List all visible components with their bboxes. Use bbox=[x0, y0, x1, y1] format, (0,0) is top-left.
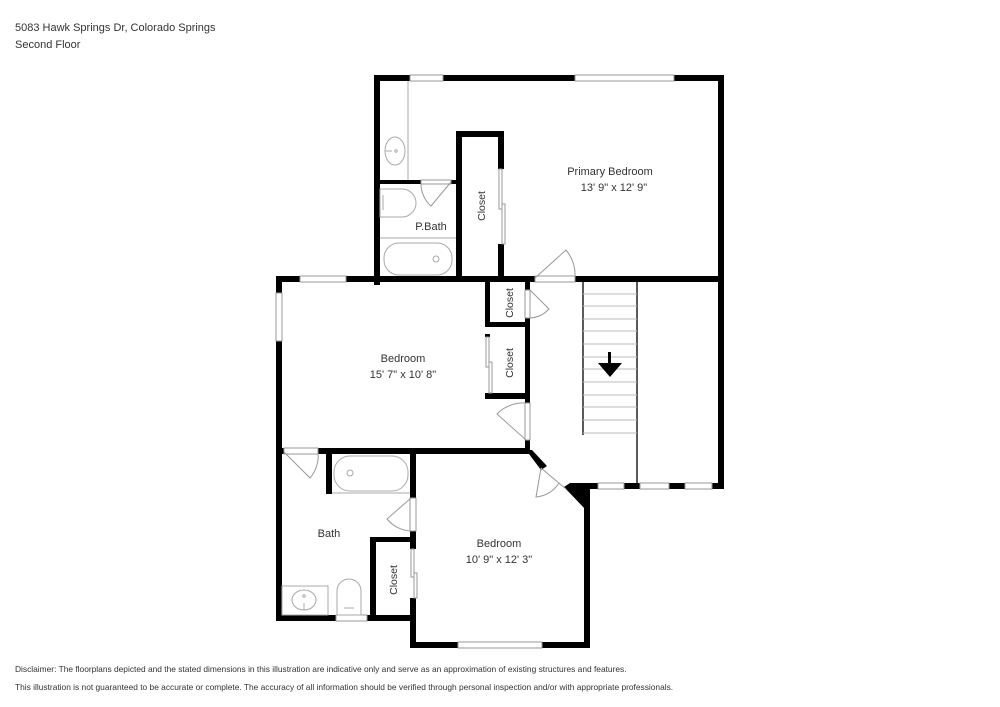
window bbox=[684, 482, 713, 490]
disclaimer-line-2: This illustration is not guaranteed to b… bbox=[15, 682, 674, 692]
window bbox=[574, 74, 675, 82]
room-dims-bedroom-south: 10' 9" x 12' 3" bbox=[466, 554, 533, 566]
doors bbox=[283, 168, 576, 599]
windows bbox=[275, 74, 713, 649]
room-name-bath: Bath bbox=[318, 528, 341, 540]
room-name-pbath: P.Bath bbox=[415, 221, 447, 233]
room-name-bedroom-west: Bedroom bbox=[381, 353, 426, 365]
room-name-primary-bedroom: Primary Bedroom bbox=[567, 166, 653, 178]
room-dims-primary-bedroom: 13' 9" x 12' 9" bbox=[581, 182, 648, 194]
walls bbox=[276, 75, 724, 648]
toilet-icon bbox=[379, 188, 417, 218]
room-dims-bedroom-west: 15' 7" x 10' 8" bbox=[370, 369, 437, 381]
bathtub-icon bbox=[383, 242, 453, 276]
fixtures bbox=[281, 81, 456, 616]
vanity-counter bbox=[281, 585, 329, 616]
room-name-bath-closet: Closet bbox=[388, 565, 400, 595]
window bbox=[335, 614, 368, 622]
room-name-primary-closet: Closet bbox=[476, 191, 488, 221]
window bbox=[457, 641, 543, 649]
window bbox=[275, 292, 283, 342]
room-name-closet-small-1: Closet bbox=[504, 288, 516, 318]
disclaimer-line-1: Disclaimer: The floorplans depicted and … bbox=[15, 664, 627, 674]
arrow-down-icon bbox=[598, 352, 622, 377]
window bbox=[299, 275, 347, 283]
interior-lines bbox=[582, 282, 638, 485]
toilet-icon bbox=[336, 578, 362, 616]
room-name-bedroom-south: Bedroom bbox=[477, 538, 522, 550]
room-name-closet-small-2: Closet bbox=[504, 348, 516, 378]
window bbox=[639, 482, 670, 490]
window bbox=[597, 482, 625, 490]
floor-label: Second Floor bbox=[15, 39, 81, 51]
property-address: 5083 Hawk Springs Dr, Colorado Springs bbox=[15, 22, 216, 34]
bathtub-icon bbox=[333, 455, 409, 492]
window bbox=[409, 74, 444, 82]
